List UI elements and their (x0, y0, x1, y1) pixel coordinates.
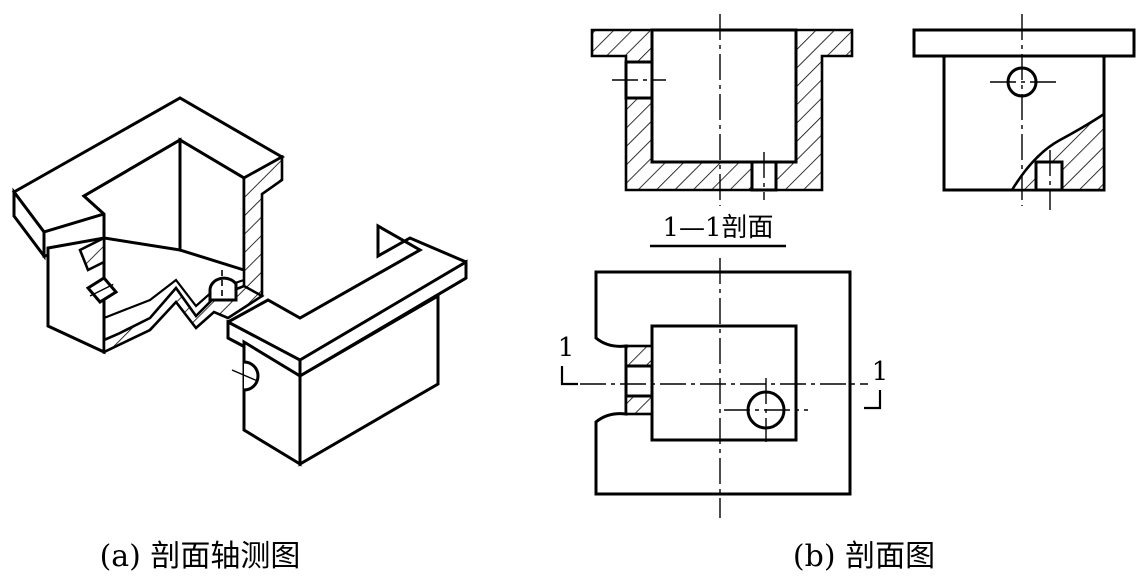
cut-mark-left-symbol (560, 366, 578, 386)
left-half-cavity-back-wall (81, 137, 182, 252)
caption-a: (a) 剖面轴测图 (100, 539, 301, 574)
cut-mark-right-symbol (864, 390, 882, 410)
front-section-cavity (650, 28, 798, 164)
right-half-flange-side (298, 259, 468, 379)
caption-b: (b) 剖面图 (793, 539, 935, 574)
cut-mark-right-label: 1 (872, 357, 889, 387)
top-view-side-hole (624, 364, 654, 398)
left-half-hole-cut (208, 276, 238, 302)
front-section-view: 1—1剖面 (590, 14, 854, 248)
side-view (912, 14, 1136, 210)
side-view-hole-section (1034, 160, 1064, 192)
left-half-cut-face-base (102, 284, 265, 355)
left-half-hole-centerline (89, 283, 115, 297)
left-half-cut-face-flange (78, 235, 106, 272)
right-half-hole-centerline (231, 369, 261, 383)
side-view-flange (912, 28, 1136, 58)
left-half-cut-face-wall (242, 154, 284, 302)
right-half-body-side (298, 293, 440, 467)
section-name-label: 1—1剖面 (662, 213, 773, 243)
isometric-section-view (11, 96, 468, 467)
cut-mark-left-label: 1 (558, 333, 575, 363)
right-half-hole-edge (243, 360, 260, 392)
top-view: 1 1 (558, 258, 889, 518)
